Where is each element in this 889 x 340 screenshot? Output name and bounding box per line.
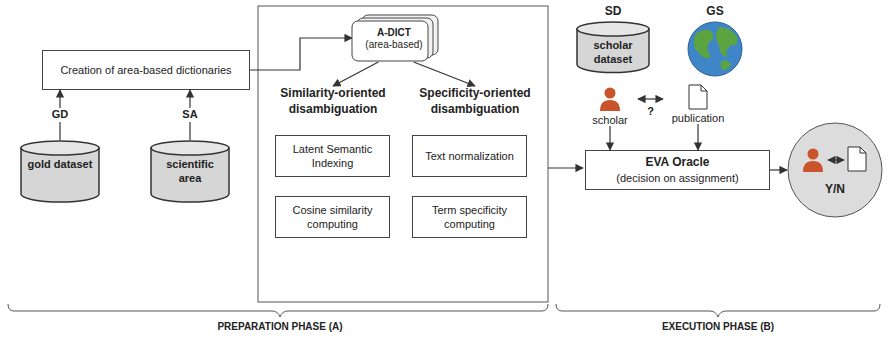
column-heading: Specificity-oriented disambiguation [408,86,542,118]
shape-part [151,141,229,155]
connector [414,62,475,86]
result-drawing [787,122,883,218]
shape-part [694,30,714,59]
shape-part [721,61,731,70]
node-text: scholar dataset [576,21,650,73]
phase-label: EXECUTION PHASE (B) [662,321,774,332]
shape-part [605,88,616,99]
cylinder-shape [150,140,230,202]
document-icon [689,85,707,109]
connector [638,98,663,99]
node-text: Y/N [787,122,883,196]
database-cylinder: SD scholar dataset [576,4,650,73]
cylinder-body: scientific area [150,140,230,202]
shape-part [716,27,737,57]
phase-bracket [556,304,880,317]
cylinder-body: scholar dataset [576,21,650,73]
connector [333,62,378,86]
double-arrow [828,159,844,160]
publication-icon: publication [663,84,733,124]
edge-label: GD [50,108,71,121]
connector [770,169,787,170]
shape-part [600,100,620,111]
scholar-icon: scholar [582,86,638,126]
person-icon [600,88,620,112]
node-text: (area-based) [358,39,430,52]
database-cylinder: scientific area [150,140,230,202]
person-drawing [582,86,638,112]
shape-part [808,149,819,160]
document-icon [848,147,866,171]
shape-part [21,141,99,155]
preparation-frame [258,6,548,302]
connector [697,124,698,150]
oracle-box: EVA Oracle(decision on assignment) [585,150,770,190]
node-text: Specificity-oriented disambiguation [408,86,542,117]
node-text: Creation of area-based dictionaries [51,63,241,77]
phase-bracket [8,304,548,317]
column-heading: Similarity-oriented disambiguation [268,86,398,118]
shape-part [860,147,866,153]
person-icon [803,149,823,173]
node-text: publication [663,112,733,124]
shape-part [788,123,882,217]
database-cylinder: gold dataset [20,140,100,202]
connector [250,38,352,70]
shape-part [701,85,707,91]
edge-label: ? [645,105,656,118]
node-text: scientific area [150,140,230,192]
process-box: Term specificity computing [412,196,527,238]
dictionary-stack: A-DICT(area-based) [352,14,440,62]
process-box: Creation of area-based dictionaries [42,50,250,90]
flow-arrow [548,167,583,168]
node-text: Text normalization [421,149,518,163]
shape-part [848,147,866,171]
node-text: Latent Semantic Indexing [284,142,381,171]
process-box: Cosine similarity computing [275,196,390,238]
globe-source: GS [680,4,750,77]
shape-part [688,22,742,76]
node-text: scholar [582,114,638,126]
node-text: gold dataset [20,140,100,178]
phase-label: PREPARATION PHASE (A) [217,321,342,332]
process-box: Latent Semantic Indexing [275,135,390,177]
node-text: Term specificity computing [421,203,518,232]
node-text: Cosine similarity computing [284,203,381,232]
node-text: (decision on assignment) [594,171,761,185]
node-text: EVA Oracle [594,155,761,171]
shape-part [21,148,99,202]
node-text: Similarity-oriented disambiguation [268,86,398,117]
process-box: Text normalization [412,135,527,177]
result-circle: Y/N [787,122,883,218]
globe-body [680,21,750,77]
node-text: A-DICT [358,27,430,40]
shape-part [577,22,649,36]
cylinder-body: gold dataset [20,140,100,202]
stacked-documents [352,14,440,62]
connector [609,126,610,150]
node-text: GS [680,4,750,18]
cylinder-shape [20,140,100,202]
shape-part [803,161,823,172]
globe-drawing [680,21,750,77]
shape-part [689,85,707,109]
node-text: SD [576,4,650,18]
edge-label: SA [180,108,199,121]
doc-drawing [663,84,733,110]
